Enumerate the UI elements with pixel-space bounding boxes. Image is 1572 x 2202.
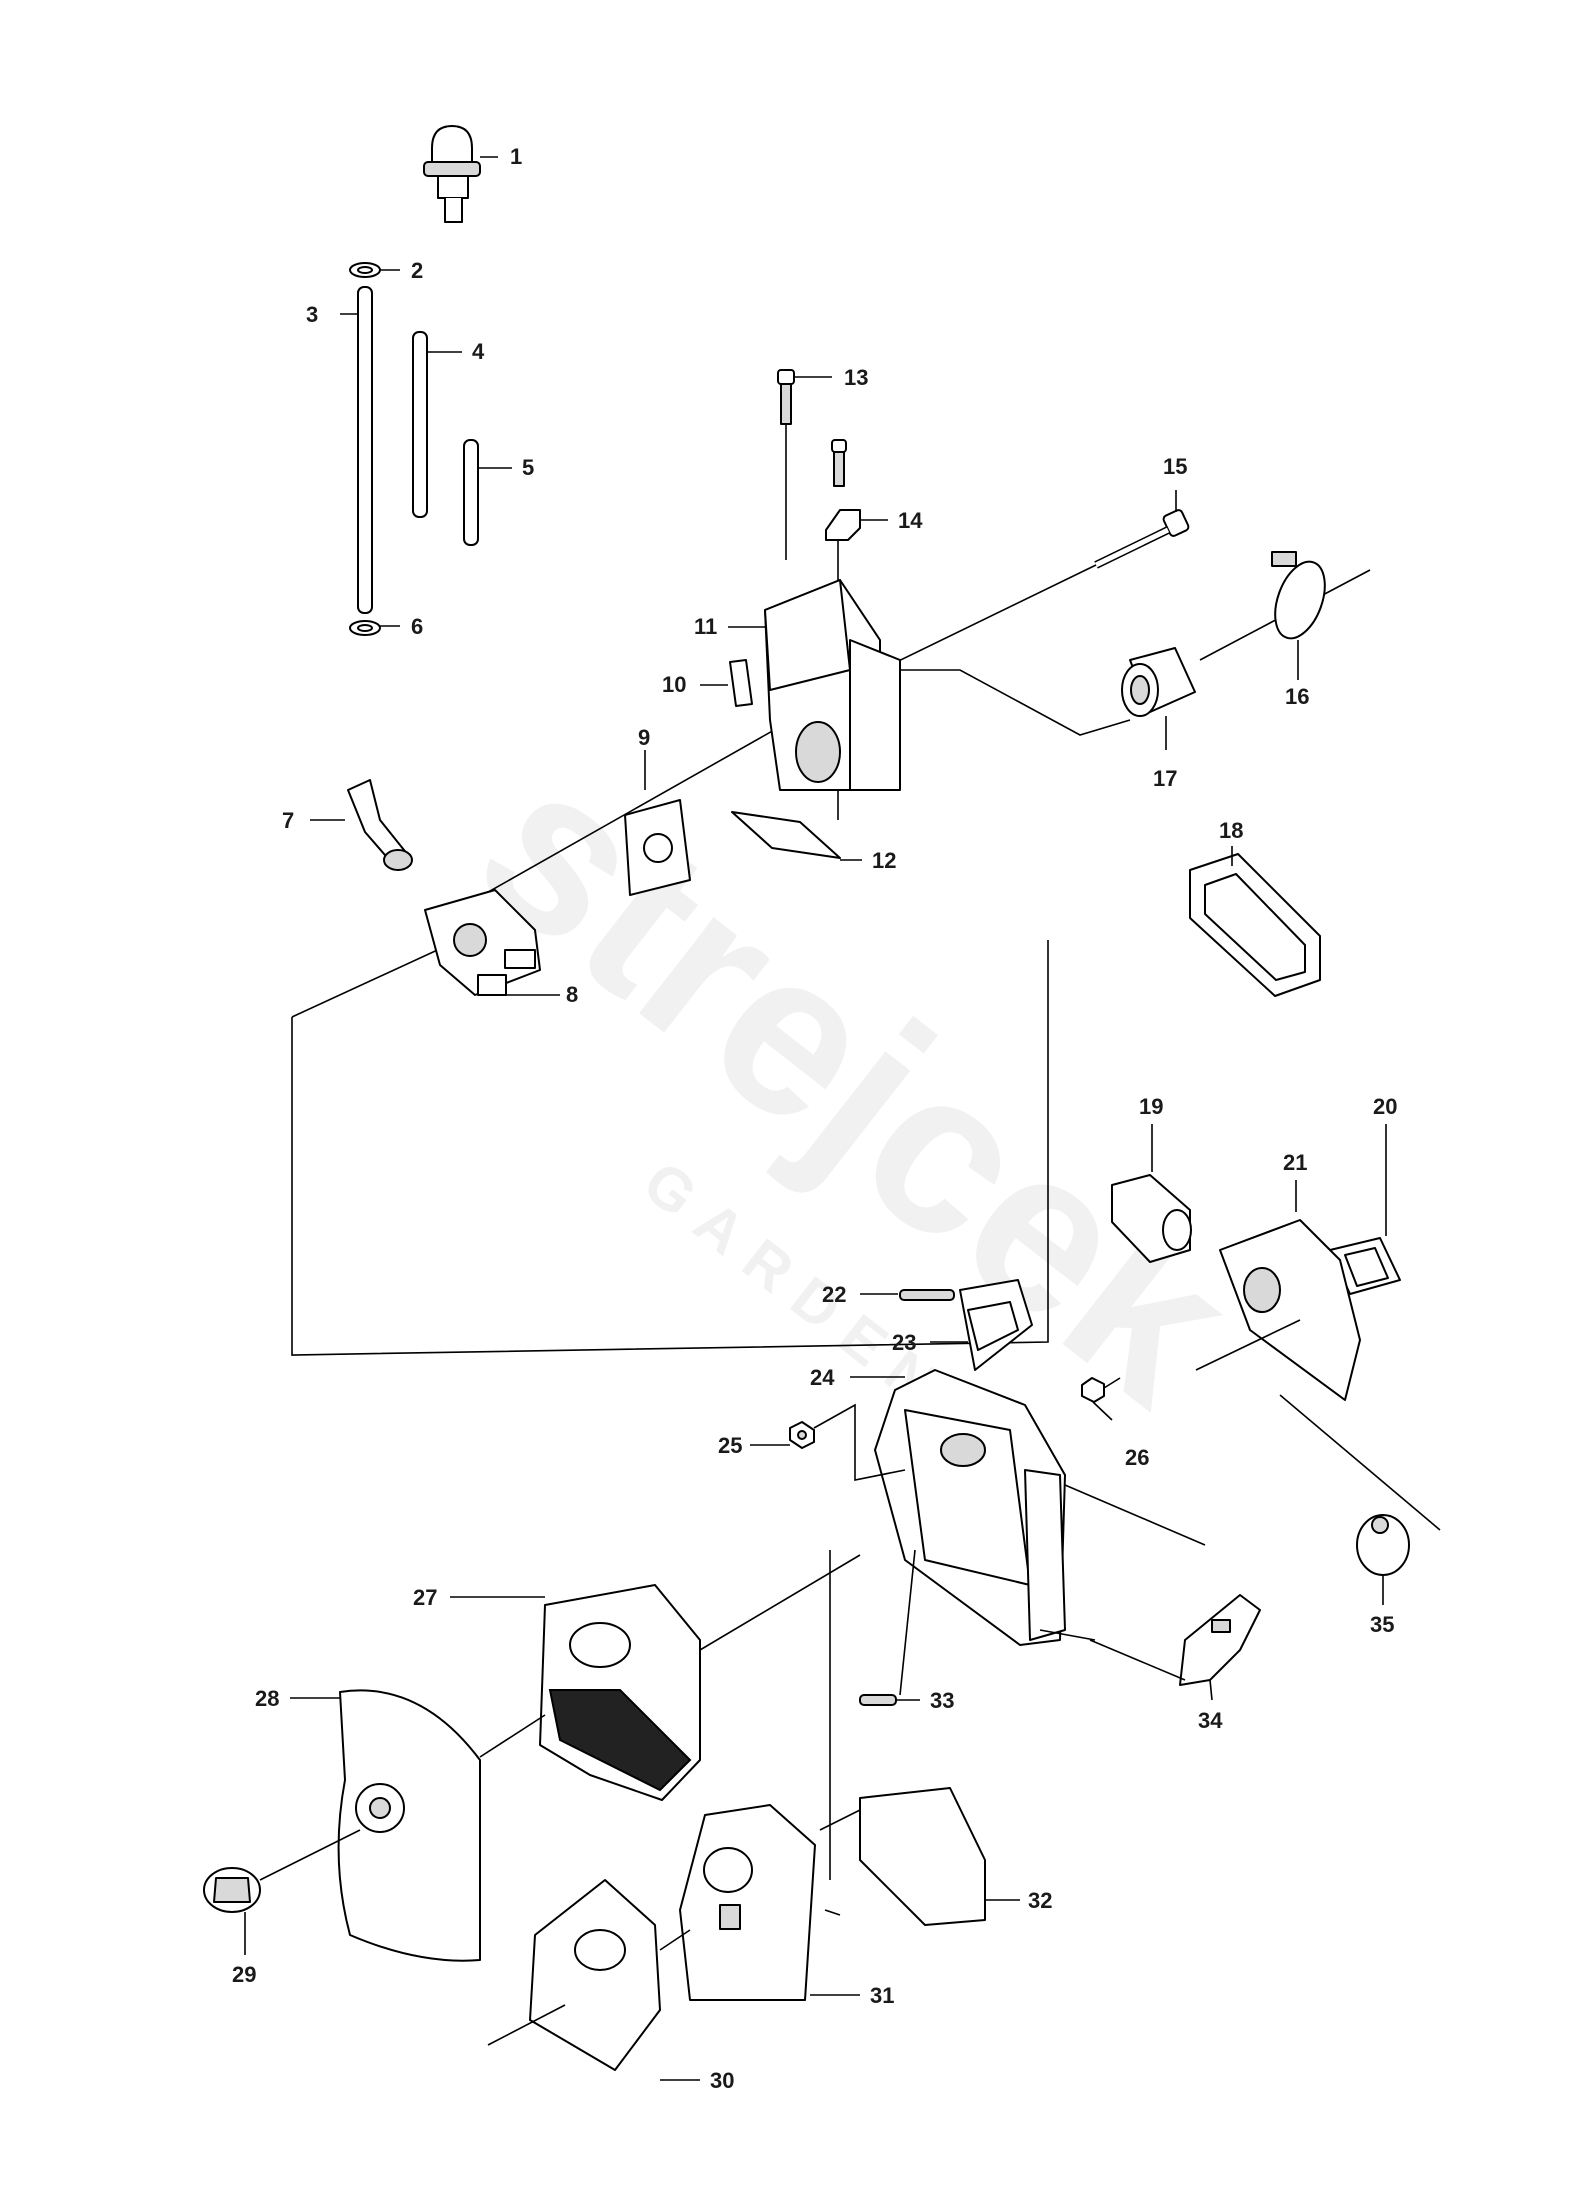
callout-6: 6	[411, 614, 423, 639]
callout-31: 31	[870, 1983, 894, 2008]
intake-spacer-11	[728, 579, 901, 791]
callout-23: 23	[892, 1330, 916, 1355]
foam-filter-32	[859, 1787, 1020, 1926]
connector-lines	[659, 1550, 861, 1951]
callout-22: 22	[822, 1282, 846, 1307]
callout-28: 28	[255, 1686, 279, 1711]
primer-bulb-part	[423, 125, 498, 223]
callout-16: 16	[1285, 684, 1309, 709]
watermark: strejcek GARDEN	[435, 713, 1279, 1452]
seal-ring-bottom	[349, 620, 400, 636]
callout-32: 32	[1028, 1888, 1052, 1913]
intake-boot-17	[1121, 647, 1196, 750]
callout-1: 1	[510, 144, 522, 169]
callout-14: 14	[898, 508, 923, 533]
gasket-10	[700, 659, 753, 707]
callout-25: 25	[718, 1433, 742, 1458]
callout-10: 10	[662, 672, 686, 697]
screw-33	[859, 1549, 920, 1706]
knob-29	[203, 1829, 361, 1955]
air-filter-30	[487, 1879, 700, 2081]
callout-17: 17	[1153, 766, 1177, 791]
callout-24: 24	[810, 1365, 835, 1390]
callout-9: 9	[638, 725, 650, 750]
block-23	[930, 1279, 1033, 1371]
callout-2: 2	[411, 258, 423, 283]
seal-ring-top	[349, 262, 400, 278]
callout-26: 26	[1125, 1445, 1149, 1470]
gasket-20	[1329, 1124, 1401, 1295]
callout-20: 20	[1373, 1094, 1397, 1119]
callout-12: 12	[872, 848, 896, 873]
choke-lever-7	[310, 779, 413, 871]
callout-7: 7	[282, 808, 294, 833]
bracket-34	[1089, 1594, 1261, 1701]
fuel-tube-short	[463, 439, 512, 546]
carb-gasket-9	[624, 750, 691, 896]
callout-18: 18	[1219, 818, 1243, 843]
callout-8: 8	[566, 982, 578, 1007]
fuel-tube-long	[340, 286, 373, 614]
callout-15: 15	[1163, 454, 1187, 479]
screw-13	[777, 369, 832, 560]
air-filter-27	[450, 1554, 861, 1801]
callout-19: 19	[1139, 1094, 1163, 1119]
nut-26	[1081, 1377, 1121, 1421]
callout-4: 4	[472, 339, 485, 364]
fuel-tube-medium	[412, 331, 462, 518]
callout-3: 3	[306, 302, 318, 327]
hose-clamp-16	[1271, 551, 1326, 680]
filter-cover-28	[290, 1689, 546, 1962]
callout-29: 29	[232, 1962, 256, 1987]
callout-21: 21	[1283, 1150, 1307, 1175]
carburetor-8	[424, 889, 560, 996]
callout-5: 5	[522, 455, 534, 480]
cap-35	[1356, 1514, 1410, 1605]
callout-35: 35	[1370, 1612, 1394, 1637]
air-filter-frame-18	[1189, 846, 1321, 997]
callout-11: 11	[694, 614, 717, 639]
filter-plate-31	[679, 1804, 860, 2001]
callout-33: 33	[930, 1688, 954, 1713]
air-housing-24	[850, 1369, 1206, 1646]
callout-30: 30	[710, 2068, 734, 2093]
callout-13: 13	[844, 365, 868, 390]
long-bolt-15	[1094, 490, 1190, 569]
pipe-19	[1111, 1124, 1192, 1263]
housing-21	[1195, 1180, 1441, 1531]
nut-25	[750, 1403, 906, 1481]
callout-27: 27	[413, 1585, 437, 1610]
callout-34: 34	[1198, 1708, 1223, 1733]
callout-labels: 1 2 3 4 5 6 7 8 9 10 11 12 13 14 15 16 1…	[232, 144, 1397, 2093]
strip-12	[731, 811, 862, 861]
pin-22	[860, 1289, 955, 1301]
